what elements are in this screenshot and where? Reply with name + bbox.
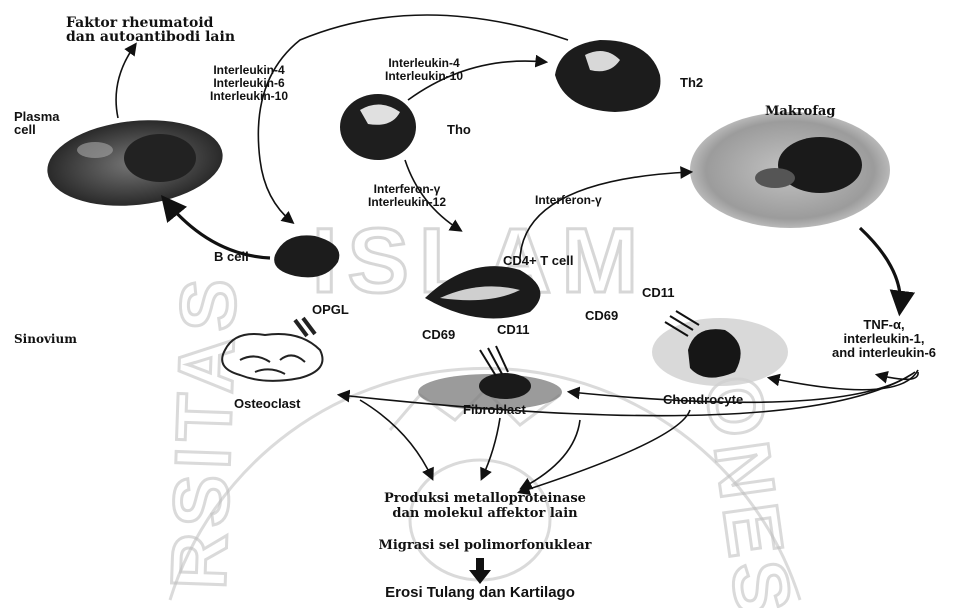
- interleukin-top-group: Interleukin-4 Interleukin-10: [385, 57, 463, 83]
- faktor-rheumatoid-label: Faktor rheumatoid dan autoantibodi lain: [66, 16, 235, 44]
- plasma-cell-label: Plasma cell: [14, 110, 60, 136]
- erosi-label: Erosi Tulang dan Kartilago: [320, 586, 640, 600]
- produksi-label: Produksi metalloproteinase dan molekul a…: [335, 491, 635, 521]
- osteoclast-cell: [222, 318, 322, 381]
- th2-cell: [555, 40, 660, 112]
- interferon-il12-group: Interferon-γ Interleukin-12: [368, 183, 446, 209]
- cd69-right-label: CD69: [585, 309, 618, 323]
- chondrocyte-label: Chondrocyte: [663, 393, 743, 407]
- tnf-line-2: interleukin-1,: [832, 332, 936, 346]
- osteoclast-label: Osteoclast: [234, 397, 300, 411]
- tho-label: Tho: [447, 123, 471, 137]
- faktor-line-2: dan autoantibodi lain: [66, 30, 235, 44]
- tnf-line-1: TNF-α,: [832, 318, 936, 332]
- cd11-left-label: CD11: [497, 323, 530, 337]
- down-arrow-icon: [469, 558, 491, 584]
- b-cell-label: B cell: [214, 250, 249, 264]
- cd11-right-label: CD11: [642, 286, 675, 300]
- makrofag-label: Makrofag: [765, 105, 835, 119]
- cd4-t-cell: [425, 266, 540, 318]
- interleukin-left-group: Interleukin-4 Interleukin-6 Interleukin-…: [210, 64, 288, 103]
- il-top-2: Interleukin-10: [385, 70, 463, 83]
- tnf-line-3: and interleukin-6: [832, 346, 936, 360]
- plasma-cell: [43, 112, 227, 214]
- th2-label: Th2: [680, 76, 703, 90]
- sinovium-label: Sinovium: [14, 332, 77, 346]
- cd69-left-label: CD69: [422, 328, 455, 342]
- b-cell: [274, 235, 339, 277]
- tnf-label: TNF-α, interleukin-1, and interleukin-6: [832, 318, 936, 360]
- interferon-label: Interferon-γ: [535, 193, 602, 207]
- chondrocyte-cell: [652, 311, 788, 386]
- plasma-line-2: cell: [14, 123, 60, 136]
- fibroblast-cell: [418, 346, 562, 410]
- tho-cell: [340, 94, 416, 160]
- migrasi-label: Migrasi sel polimorfonuklear: [335, 539, 635, 553]
- produksi-line-1: Produksi metalloproteinase: [335, 491, 635, 506]
- makrofag-cell: [690, 112, 890, 228]
- il-left-3: Interleukin-10: [210, 90, 288, 103]
- faktor-line-1: Faktor rheumatoid: [66, 16, 235, 30]
- produksi-line-2: dan molekul affektor lain: [335, 506, 635, 521]
- opgl-label: OPGL: [312, 303, 349, 317]
- fibroblast-label: Fibroblast: [463, 403, 526, 417]
- il12-line: Interleukin-12: [368, 196, 446, 209]
- cd4-t-cell-label: CD4+ T cell: [503, 254, 573, 268]
